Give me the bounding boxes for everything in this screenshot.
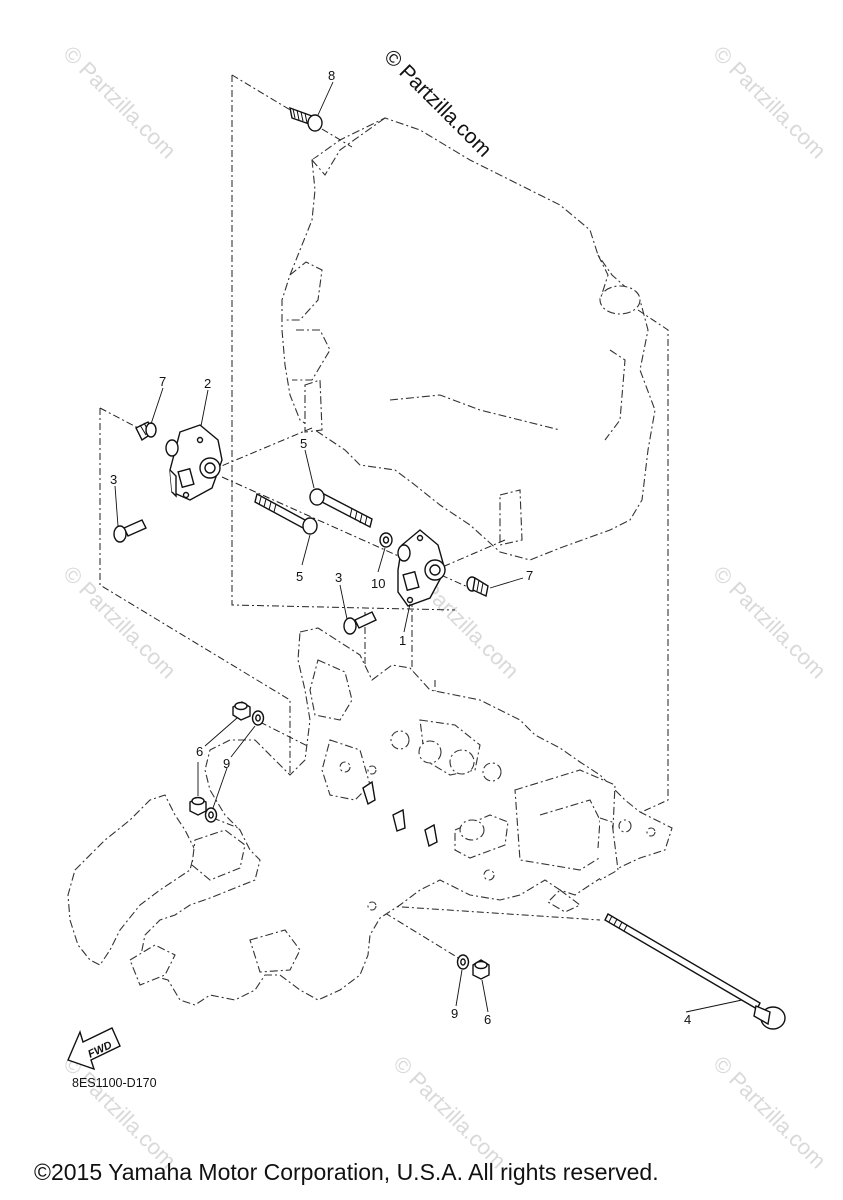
washer-9-lower bbox=[456, 954, 470, 970]
callout-1: 1 bbox=[399, 633, 406, 648]
engine-port bbox=[599, 285, 641, 315]
washer-10 bbox=[379, 532, 393, 548]
callout-6-lower: 6 bbox=[484, 1012, 491, 1027]
callout-8: 8 bbox=[328, 68, 335, 83]
callout-10: 10 bbox=[371, 576, 385, 591]
bolt-3-left bbox=[113, 519, 147, 543]
callouts: 8 7 2 3 5 5 10 7 3 1 6 9 6 9 4 bbox=[110, 68, 691, 1027]
callout-9-lower: 9 bbox=[451, 1006, 458, 1021]
bolt-7-left bbox=[135, 421, 157, 442]
engine-mount-2 bbox=[165, 424, 223, 501]
nut-6-lower bbox=[472, 959, 490, 980]
figure-number: 8ES1100-D170 bbox=[72, 1076, 157, 1090]
watermark-tile: © Partzilla.com bbox=[708, 1051, 831, 1174]
engine-mount-1 bbox=[397, 529, 446, 607]
callout-4: 4 bbox=[684, 1012, 691, 1027]
bolt-7-right bbox=[466, 576, 489, 598]
watermark-tile: © Partzilla.com bbox=[708, 41, 831, 164]
frame-studs bbox=[362, 780, 438, 848]
callout-3-left: 3 bbox=[110, 472, 117, 487]
washer-9-mid bbox=[204, 807, 218, 823]
leader-lines bbox=[114, 81, 743, 1013]
watermark-tile: © Partzilla.com bbox=[58, 1051, 181, 1174]
bolt-5-upper bbox=[309, 488, 373, 529]
fwd-arrow-icon: FWD bbox=[67, 1027, 121, 1071]
watermark-tile: © Partzilla.com bbox=[388, 1051, 511, 1174]
bolt-8 bbox=[289, 106, 323, 132]
nut-6-mid bbox=[189, 796, 207, 816]
callout-3-right: 3 bbox=[335, 570, 342, 585]
watermark-tile: © Partzilla.com bbox=[58, 561, 181, 684]
callout-7-right: 7 bbox=[526, 568, 533, 583]
bolt-5-lower bbox=[254, 492, 318, 535]
washer-9-upper bbox=[251, 710, 265, 726]
callout-5-upper: 5 bbox=[300, 436, 307, 451]
copyright-notice: ©2015 Yamaha Motor Corporation, U.S.A. A… bbox=[34, 1159, 659, 1185]
callout-9-upper: 9 bbox=[223, 756, 230, 771]
watermark-tile: © Partzilla.com bbox=[708, 561, 831, 684]
frame-outline bbox=[67, 627, 673, 1006]
callout-7-left: 7 bbox=[159, 374, 166, 389]
watermark-tile: © Partzilla.com bbox=[58, 41, 181, 164]
callout-6-upper: 6 bbox=[196, 744, 203, 759]
callout-5-lower: 5 bbox=[296, 569, 303, 584]
callout-2: 2 bbox=[204, 376, 211, 391]
bolt-3-right bbox=[343, 611, 377, 635]
nut-6-upper bbox=[232, 701, 251, 721]
engine-outline bbox=[281, 117, 656, 561]
bolt-4-long bbox=[604, 913, 786, 1030]
